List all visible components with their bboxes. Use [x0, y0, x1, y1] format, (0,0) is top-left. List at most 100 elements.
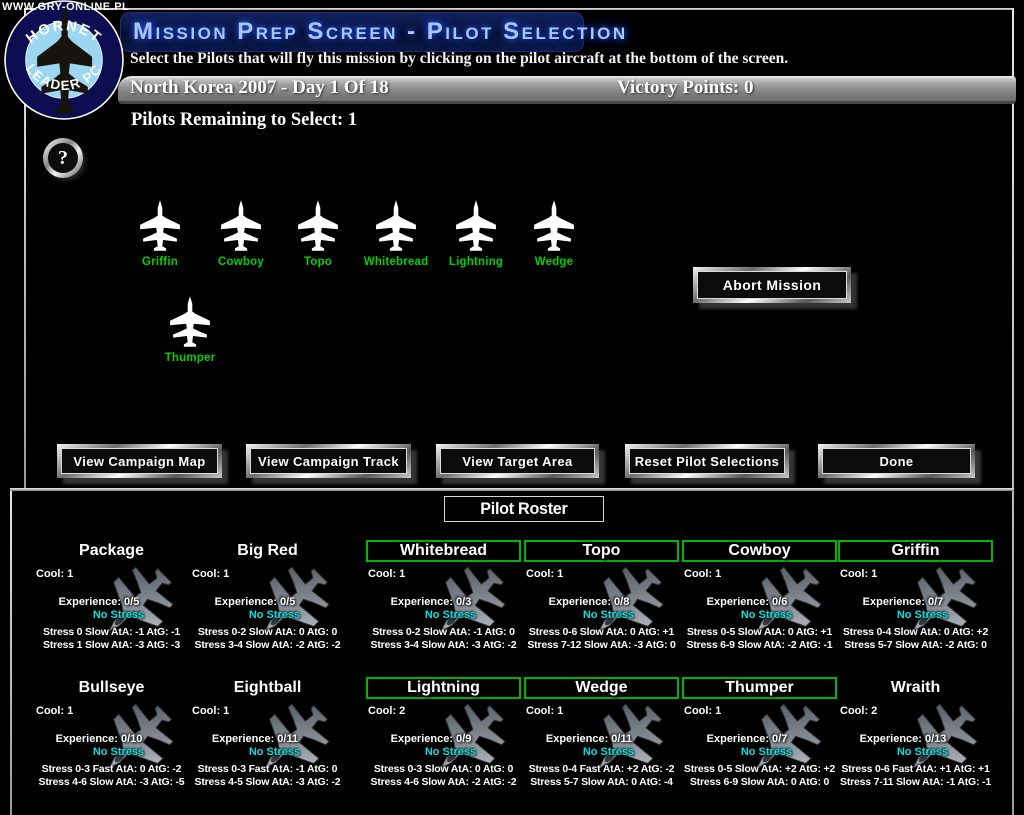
- cool-value: Cool: 1: [192, 568, 230, 580]
- stress-modifiers: Stress 0 Slow AtA: -1 AtG: -1 Stress 1 S…: [43, 626, 180, 652]
- roster-pilot-card[interactable]: Bullseye Cool: 1 Experience: 0/10 No Str…: [34, 677, 189, 795]
- roster-pilot-card[interactable]: Cowboy Cool: 1 Experience: 0/6 No Stress…: [682, 540, 837, 658]
- pilot-name-box[interactable]: Topo: [524, 540, 679, 562]
- roster-pilot-card[interactable]: Topo Cool: 1 Experience: 0/8 No Stress S…: [524, 540, 679, 658]
- selected-pilot-aircraft[interactable]: Wedge: [514, 200, 594, 268]
- stress-line-1: Stress 0-6 Fast AtA: +1 AtG: +1: [841, 763, 990, 775]
- stress-status: No Stress: [896, 746, 949, 758]
- campaign-status: North Korea 2007 - Day 1 Of 18: [130, 77, 389, 98]
- reset-pilot-selections-button[interactable]: Reset Pilot Selections: [625, 444, 789, 478]
- view-target-area-button[interactable]: View Target Area: [436, 444, 599, 478]
- pilot-name: Big Red: [237, 542, 298, 559]
- fighter-jet-top-icon: [170, 296, 210, 347]
- stress-status: No Stress: [248, 746, 301, 758]
- experience-value: Experience: 0/3: [390, 596, 472, 608]
- stress-modifiers: Stress 0-3 Fast AtA: 0 AtG: -2 Stress 4-…: [39, 763, 185, 789]
- cool-value: Cool: 1: [526, 568, 564, 580]
- roster-pilot-card[interactable]: Lightning Cool: 2 Experience: 0/9 No Str…: [366, 677, 521, 795]
- stress-status: No Stress: [92, 609, 145, 621]
- roster-pilot-card[interactable]: Wedge Cool: 1 Experience: 0/11 No Stress…: [524, 677, 679, 795]
- fighter-jet-top-icon: [534, 200, 574, 251]
- experience-value: Experience: 0/13: [859, 733, 947, 745]
- abort-mission-button[interactable]: Abort Mission: [693, 267, 851, 303]
- fighter-jet-render-icon: [597, 703, 664, 770]
- roster-pilot-card[interactable]: Wraith Cool: 2 Experience: 0/13 No Stres…: [838, 677, 993, 795]
- pilot-name-box[interactable]: Cowboy: [682, 540, 837, 562]
- stress-modifiers: Stress 0-4 Slow AtA: 0 AtG: +2 Stress 5-…: [843, 626, 988, 652]
- roster-pilot-card[interactable]: Big Red Cool: 1 Experience: 0/5 No Stres…: [190, 540, 345, 658]
- experience-value: Experience: 0/10: [55, 733, 143, 745]
- roster-divider-line: [10, 488, 1014, 491]
- done-label: Done: [822, 448, 971, 474]
- pilot-name-box[interactable]: Thumper: [682, 677, 837, 699]
- experience-value: Experience: 0/7: [706, 733, 788, 745]
- roster-pilot-card[interactable]: Griffin Cool: 1 Experience: 0/7 No Stres…: [838, 540, 993, 658]
- pilot-name: Lightning: [407, 679, 480, 696]
- pilot-name-box[interactable]: Whitebread: [366, 540, 521, 562]
- pilot-name-label: Topo: [303, 256, 333, 268]
- selected-pilot-aircraft[interactable]: Lightning: [436, 200, 516, 268]
- pilots-remaining-label: Pilots Remaining to Select: 1: [131, 110, 358, 130]
- stress-status: No Stress: [424, 746, 477, 758]
- selected-pilot-aircraft[interactable]: Whitebread: [356, 200, 436, 268]
- stress-status: No Stress: [582, 609, 635, 621]
- experience-value: Experience: 0/8: [548, 596, 630, 608]
- pilot-name: Bullseye: [78, 679, 145, 696]
- pilot-name: Eightball: [233, 679, 302, 696]
- stress-line-1: Stress 0-5 Slow AtA: +2 AtG: +2: [683, 763, 836, 775]
- fighter-jet-render-icon: [755, 566, 822, 633]
- roster-pilot-card[interactable]: Eightball Cool: 1 Experience: 0/11 No St…: [190, 677, 345, 795]
- fighter-jet-render-icon: [263, 703, 330, 770]
- view-campaign-track-button[interactable]: View Campaign Track: [246, 444, 411, 478]
- pilot-name-box[interactable]: Lightning: [366, 677, 521, 699]
- cool-value: Cool: 1: [840, 568, 878, 580]
- stress-line-1: Stress 0-2 Slow AtA: 0 AtG: 0: [197, 626, 338, 638]
- frame-left-border-lower: [10, 488, 12, 815]
- pilot-name-label: Lightning: [448, 256, 504, 268]
- stress-line-2: Stress 4-5 Slow AtA: -3 AtG: -2: [194, 776, 341, 788]
- pilot-name-box[interactable]: Griffin: [838, 540, 993, 562]
- stress-line-1: Stress 0-3 Fast AtA: 0 AtG: -2: [41, 763, 182, 775]
- cool-value: Cool: 2: [368, 705, 406, 717]
- pilot-name-box[interactable]: Package: [34, 540, 189, 562]
- pilot-name-box[interactable]: Big Red: [190, 540, 345, 562]
- fighter-jet-render-icon: [107, 566, 174, 633]
- pilot-name-box[interactable]: Eightball: [190, 677, 345, 699]
- stress-status: No Stress: [582, 746, 635, 758]
- title-panel: Mission Prep Screen - Pilot Selection: [120, 12, 625, 52]
- stress-modifiers: Stress 0-4 Fast AtA: +2 AtG: -2 Stress 5…: [529, 763, 675, 789]
- pilot-name: Package: [79, 542, 144, 559]
- fighter-jet-top-icon: [456, 200, 496, 251]
- fighter-jet-top-icon: [376, 200, 416, 251]
- stress-modifiers: Stress 0-2 Slow AtA: -1 AtG: 0 Stress 3-…: [371, 626, 517, 652]
- view-campaign-map-button[interactable]: View Campaign Map: [57, 444, 222, 478]
- cool-value: Cool: 1: [684, 568, 722, 580]
- help-button[interactable]: ?: [43, 138, 83, 178]
- stress-line-1: Stress 0-6 Slow AtA: 0 AtG: +1: [528, 626, 675, 638]
- stress-status: No Stress: [740, 746, 793, 758]
- selected-pilot-aircraft[interactable]: Thumper: [150, 296, 230, 364]
- pilot-name: Whitebread: [399, 542, 488, 559]
- stress-status: No Stress: [740, 609, 793, 621]
- pilot-roster-title: Pilot Roster: [480, 499, 568, 518]
- roster-pilot-card[interactable]: Thumper Cool: 1 Experience: 0/7 No Stres…: [682, 677, 837, 795]
- selected-pilot-aircraft[interactable]: Topo: [278, 200, 358, 268]
- experience-value: Experience: 0/6: [706, 596, 788, 608]
- selected-pilot-aircraft[interactable]: Griffin: [120, 200, 200, 268]
- stress-line-2: Stress 3-4 Slow AtA: -3 AtG: -2: [370, 639, 517, 651]
- stress-line-2: Stress 5-7 Slow AtA: 0 AtG: -4: [530, 776, 673, 788]
- roster-pilot-card[interactable]: Whitebread Cool: 1 Experience: 0/3 No St…: [366, 540, 521, 658]
- pilot-name-box[interactable]: Bullseye: [34, 677, 189, 699]
- page-subtitle: Select the Pilots that will fly this mis…: [130, 50, 789, 67]
- pilot-name-box[interactable]: Wraith: [838, 677, 993, 699]
- roster-pilot-card[interactable]: Package Cool: 1 Experience: 0/5 No Stres…: [34, 540, 189, 658]
- done-button[interactable]: Done: [818, 444, 975, 478]
- view-campaign-track-label: View Campaign Track: [250, 448, 407, 474]
- cool-value: Cool: 2: [840, 705, 878, 717]
- abort-mission-label: Abort Mission: [697, 271, 847, 299]
- pilot-name-box[interactable]: Wedge: [524, 677, 679, 699]
- selected-pilot-aircraft[interactable]: Cowboy: [201, 200, 281, 268]
- view-target-area-label: View Target Area: [440, 448, 595, 474]
- pilot-name-label: Whitebread: [363, 256, 429, 268]
- stress-status: No Stress: [424, 609, 477, 621]
